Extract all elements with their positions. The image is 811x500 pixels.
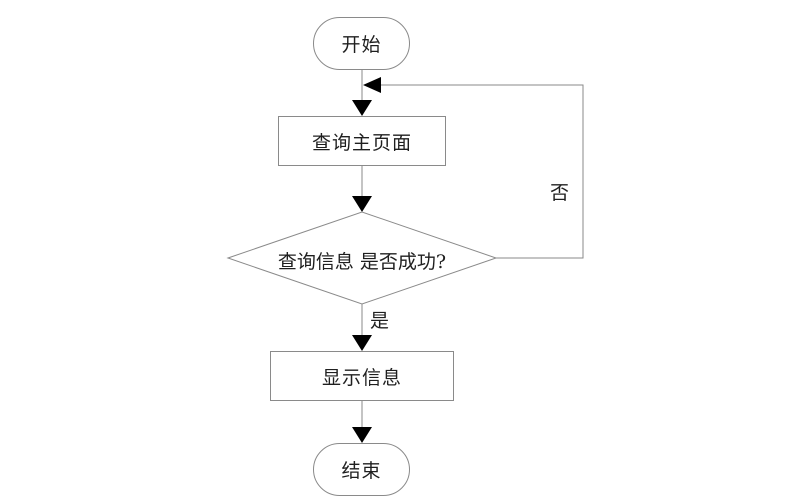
- edge-start-to-querymain-arrowhead: [352, 100, 372, 116]
- edge-querymain-to-decision-arrowhead: [352, 196, 372, 212]
- edge-label-no: 否: [550, 182, 570, 204]
- edge-no-loopback-arrowhead: [363, 77, 381, 93]
- node-start: 开始: [313, 17, 410, 70]
- edge-decision-to-display-arrowhead: [352, 335, 372, 351]
- node-query-main-page: 查询主页面: [278, 116, 446, 166]
- node-end: 结束: [313, 443, 410, 496]
- node-query-main-page-label: 查询主页面: [311, 131, 412, 154]
- node-end-label: 结束: [341, 460, 382, 482]
- node-display-info: 显示信息: [270, 351, 454, 401]
- edge-display-to-end-arrowhead: [352, 427, 372, 443]
- node-display-info-label: 显示信息: [321, 366, 402, 389]
- node-decision-label: 查询信息 是否成功?: [277, 251, 447, 273]
- edge-label-yes: 是: [370, 310, 390, 332]
- node-start-label: 开始: [341, 34, 382, 56]
- edge-no-loopback-line: [381, 84, 584, 259]
